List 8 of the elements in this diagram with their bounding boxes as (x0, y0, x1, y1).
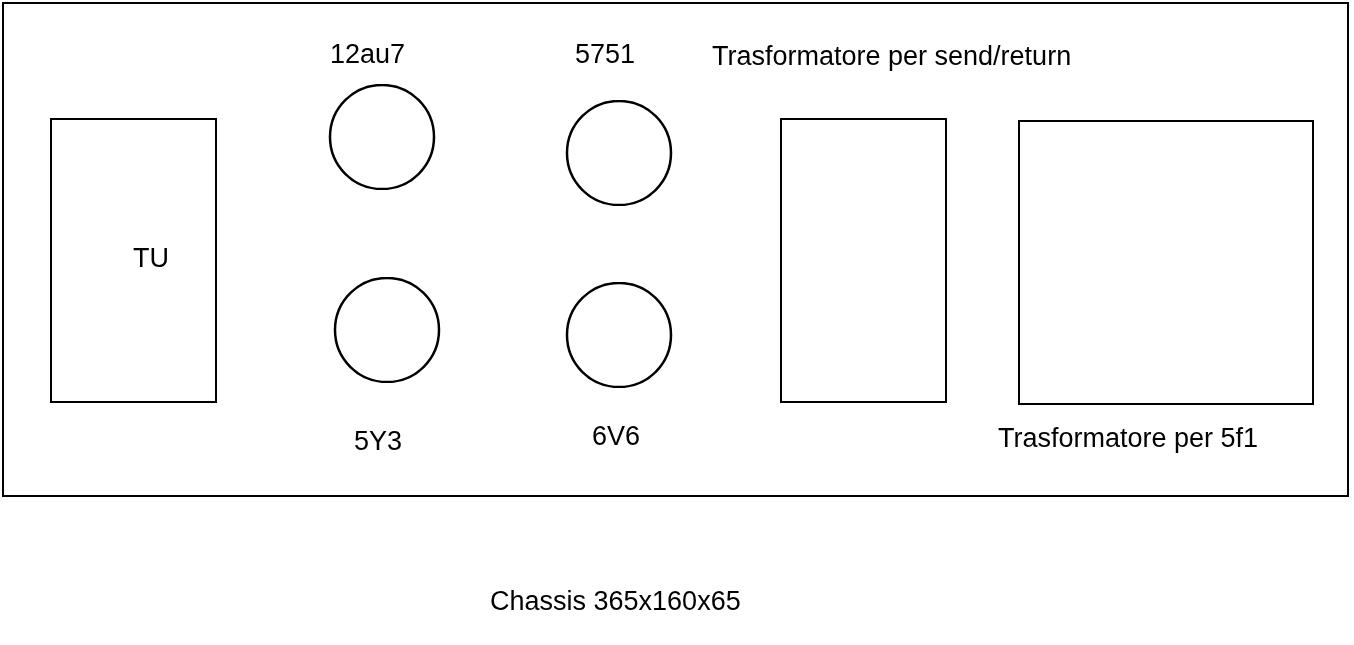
tube-label: 5751 (575, 38, 636, 70)
component-label: Trasformatore per send/return (712, 40, 1072, 72)
component-label: TU (133, 242, 169, 274)
tube-label: 12au7 (330, 38, 406, 70)
component-label: Trasformatore per 5f1 (998, 422, 1259, 454)
tube-label: 5Y3 (354, 425, 403, 457)
chassis-caption: Chassis 365x160x65 (490, 585, 741, 617)
tube-label: 6V6 (592, 420, 641, 452)
